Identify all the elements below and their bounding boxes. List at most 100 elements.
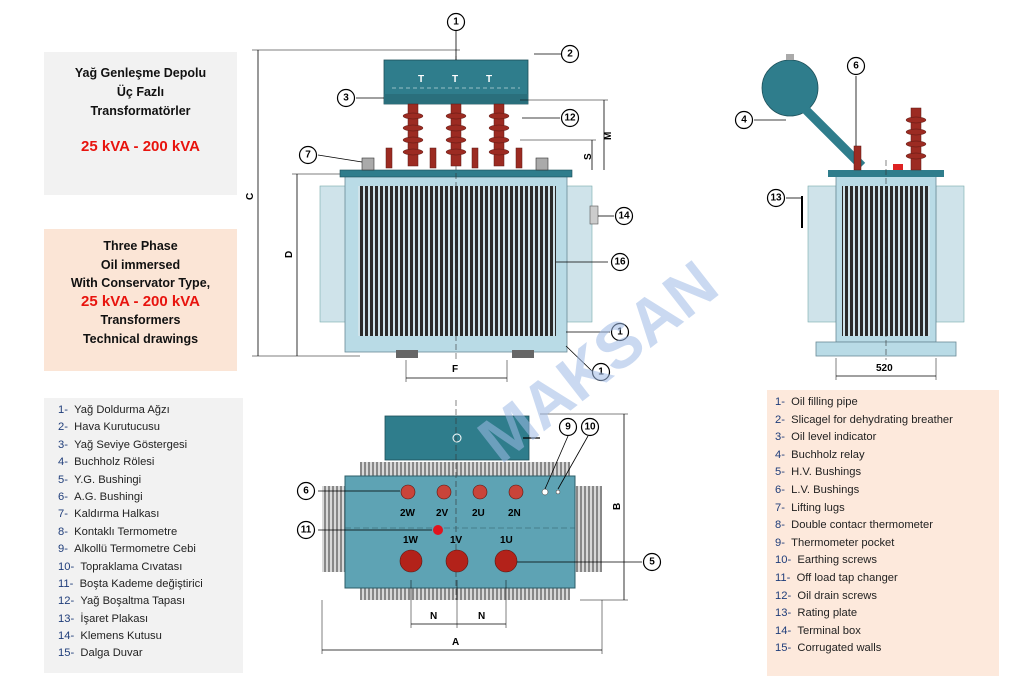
legend-item-number: 14- [775,624,792,637]
callout: 13 [766,188,786,208]
legend-item: 5- H.V. Bushings [767,464,999,482]
legend-item: 4- Buchholz Rölesi [44,454,243,471]
legend-item: 11- Off load tap changer [767,570,999,588]
callout: 6 [846,56,866,76]
legend-item-text: Double contacr thermometer [791,519,933,532]
legend-item: 3- Yağ Seviye Göstergesi [44,437,243,454]
dim-t2-label: T [452,74,458,85]
callout: 11 [296,520,316,540]
hv-terminal-1w: 1W [403,535,419,546]
callout: 9 [558,417,578,437]
legend-item-number: 10- [775,554,792,567]
dim-520-label: 520 [876,363,893,374]
callout: 6 [296,481,316,501]
legend-item-text: L.V. Bushings [791,483,860,496]
legend-item: 1- Oil filling pipe [767,394,999,412]
legend-item: 2- Hava Kurutucusu [44,419,243,436]
lv-terminal-2u: 2U [472,508,485,519]
legend-item-number: 8- [775,519,785,532]
legend-item-text: Yağ Seviye Göstergesi [74,438,188,451]
callout: 14 [614,206,634,226]
legend-item-number: 15- [58,647,75,660]
callout: 4 [734,110,754,130]
callout: 12 [560,108,580,128]
legend-item: 4- Buchholz relay [767,447,999,465]
legend-item-text: Klemens Kutusu [80,630,162,643]
legend-item: 13- İşaret Plakası [44,611,243,628]
svg-text:10: 10 [584,422,596,433]
legend-item: 10- Topraklama Cıvatası [44,559,243,576]
legend-item-text: Topraklama Cıvatası [80,560,183,573]
legend-item-text: H.V. Bushings [791,466,862,479]
legend-item-number: 15- [775,642,792,655]
legend-item-text: Yağ Boşaltma Tapası [80,595,186,608]
legend-item-text: Corrugated walls [797,642,882,655]
legend-item-number: 14- [58,630,75,643]
legend-item: 14- Terminal box [767,623,999,641]
legend-item-number: 6- [775,483,785,496]
dim-n1-label: N [430,611,437,622]
dim-f-label: F [452,364,458,375]
side-view: 520 [761,54,965,380]
callouts: 1 2 3 12 7 14 16 1 1 6 4 13 9 10 6 11 5 [296,12,866,572]
svg-text:1: 1 [617,327,623,338]
title-box-english: Three Phase Oil immersed With Conservato… [44,229,237,371]
legend-item: 12- Oil drain screws [767,588,999,606]
legend-item-number: 8- [58,525,68,538]
legend-item: 11- Boşta Kademe değiştirici [44,576,243,593]
dim-m-label: M [603,132,614,140]
legend-item: 8- Double contacr thermometer [767,517,999,535]
svg-text:6: 6 [853,61,859,72]
title-box-turkish: Yağ Genleşme Depolu Üç Fazlı Transformat… [44,52,237,195]
legend-item-number: 11- [58,577,74,590]
svg-text:1: 1 [453,17,459,28]
title-en-line2: Oil immersed [100,257,181,272]
hv-terminal-1u: 1U [500,535,513,546]
callout: 5 [642,552,662,572]
title-en-line3: With Conservator Type, [70,276,211,290]
legend-item-number: 5- [58,473,68,486]
legend-item: 15- Dalga Duvar [44,645,243,662]
title-tr-rating: 25 kVA - 200 kVA [81,138,200,155]
svg-text:11: 11 [301,525,312,536]
legend-item-number: 4- [58,456,68,469]
legend-item-text: Y.G. Bushingi [74,473,142,486]
lv-terminal-2v: 2V [436,508,449,519]
legend-item-number: 3- [775,431,785,444]
legend-item-text: Oil filling pipe [791,396,858,408]
top-view: 2W 2V 2U 2N 1W 1V 1U N N A B [321,400,628,654]
legend-item: 9- Thermometer pocket [767,535,999,553]
legend-item-number: 13- [58,612,75,625]
legend-item-text: Slicagel for dehydrating breather [791,413,953,426]
legend-item-text: Lifting lugs [791,501,845,514]
title-tr-line2: Üç Fazlı [116,85,165,99]
svg-text:12: 12 [564,113,576,124]
dim-b-label: B [612,503,623,510]
legend-item: 15- Corrugated walls [767,640,999,658]
legend-item-number: 1- [775,396,785,408]
callout: 10 [580,417,600,437]
dim-d-label: D [284,251,295,258]
svg-text:13: 13 [770,193,782,204]
svg-text:16: 16 [614,257,626,268]
title-tr-line3: Transformatörler [90,104,191,118]
legend-item: 13- Rating plate [767,605,999,623]
legend-item-text: Boşta Kademe değiştirici [79,577,203,590]
callout: 2 [560,44,580,64]
leader-lines [317,30,857,563]
legend-item-number: 7- [775,501,785,514]
legend-item-number: 3- [58,438,68,451]
legend-item-text: Hava Kurutucusu [74,421,160,434]
callout: 7 [298,145,318,165]
dim-a-label: A [452,637,459,648]
front-view: C D T T T [245,49,614,382]
legend-item-text: Yağ Doldurma Ağzı [74,404,170,416]
legend-item-text: Kaldırma Halkası [74,508,160,521]
legend-item: 7- Kaldırma Halkası [44,506,243,523]
legend-item-number: 9- [775,536,785,549]
callout: 3 [336,88,356,108]
legend-item: 2- Slicagel for dehydrating breather [767,412,999,430]
legend-item-text: Thermometer pocket [791,536,895,549]
